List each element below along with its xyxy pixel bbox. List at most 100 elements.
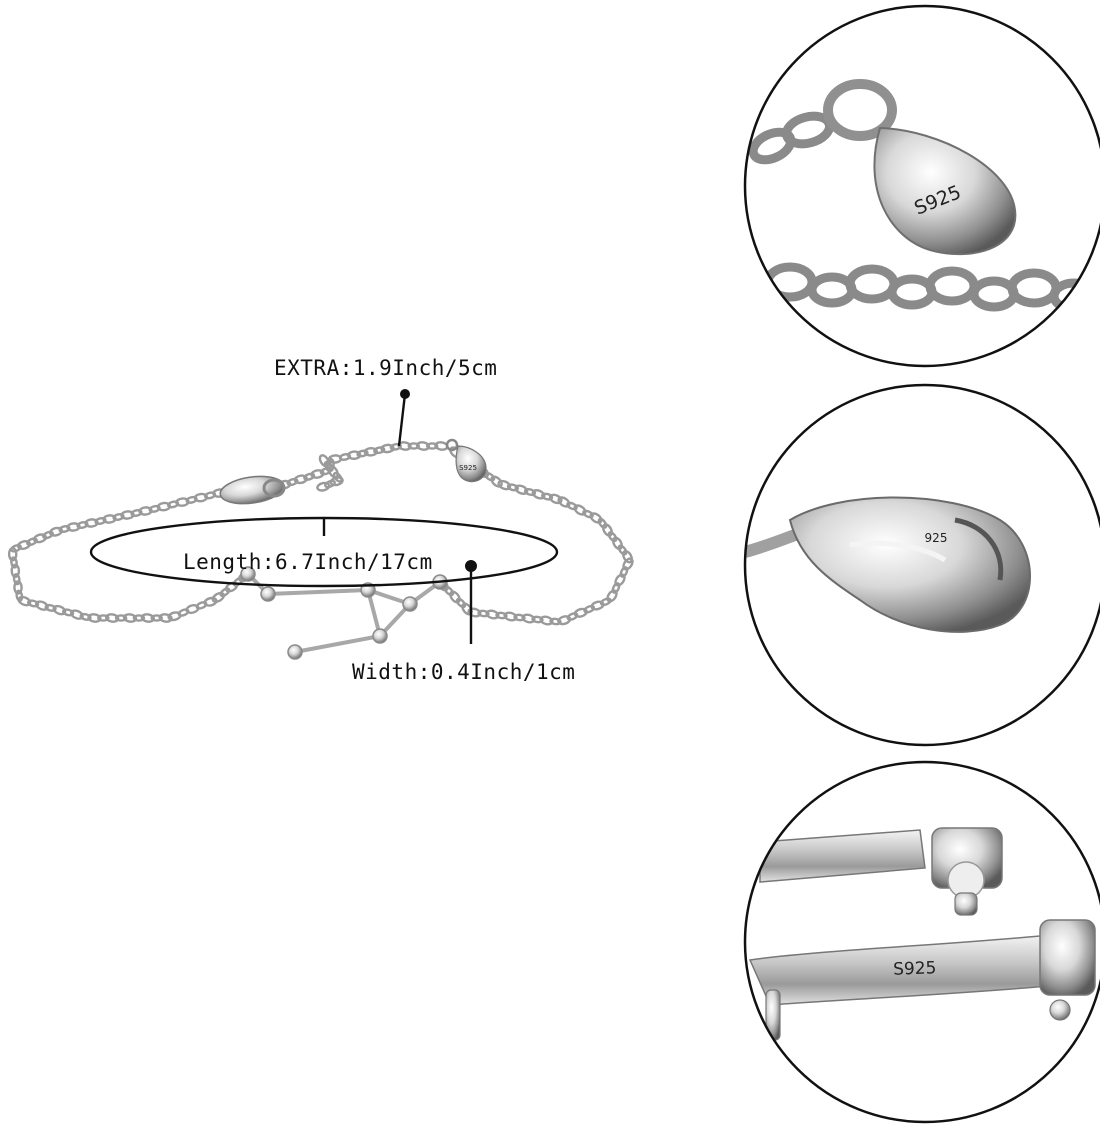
chain-link [541,492,554,501]
chain-link [58,525,71,533]
chain-link [13,580,23,595]
chain-link [617,544,628,556]
chain-link [286,477,299,487]
detail-tag-view: S925 [743,4,1100,368]
chain-link [566,612,579,621]
chain-link [490,475,503,488]
chain-link [48,526,64,537]
extra-pointer [397,389,410,447]
chain-link [52,604,67,616]
chain-link [120,510,135,520]
pendant-stone [287,644,303,660]
chain-link [32,533,48,544]
chain-link [589,512,603,524]
chain-link [557,496,571,508]
chain-link [132,614,146,622]
chain-link [363,446,378,457]
chain-link [316,481,331,492]
chain-link [521,613,536,624]
chain-link [607,531,618,543]
chain-link [373,446,386,455]
chain-link [602,523,613,537]
chain-link [606,589,618,603]
chain-link [318,454,330,468]
detail-clasp-stamp: 925 [925,531,948,545]
chain-link [531,489,546,500]
width-label: Width:0.4Inch/1cm [352,660,576,684]
detail-lower-setting [1039,919,1096,1021]
chain-link [7,547,18,562]
chain-link [622,549,633,564]
chain-link [27,599,40,608]
chain-link [426,442,439,450]
chain-link [87,613,102,623]
chain-link [614,573,626,587]
chain-link [69,609,84,620]
chain-link [599,597,612,607]
chain-link [356,449,369,458]
detail-tag-plate [873,126,1017,256]
chain-link [539,615,554,626]
detail-tag-ring [823,79,897,141]
chain-link [329,476,344,487]
chain-link [10,544,22,553]
chain-link [219,587,231,598]
chain-link [548,493,563,505]
chain-link [12,573,21,586]
chain-link [449,590,461,604]
chain-link [17,595,32,607]
chain-link [597,517,608,529]
chain-link [42,530,54,540]
chain-link [590,600,605,611]
chain-link [583,604,596,614]
chain-link [495,611,508,620]
chain-link [514,484,529,495]
detail-clasp-view: 925 [743,383,1100,747]
chain-link [523,487,537,497]
chain-link [138,506,153,516]
chain-link [114,614,128,622]
chain-link [407,442,420,450]
small-tag-stamp: S925 [459,464,477,472]
chain-link [566,501,578,511]
chain-link [380,443,395,454]
chain-link [293,474,308,485]
length-ellipse [89,516,559,588]
chain-link [485,609,500,620]
chain-link [150,614,163,622]
chain-link [140,613,155,623]
width-pointer [465,560,477,644]
chain-link [323,460,334,472]
pendant-stone [240,566,256,582]
chain-link [467,607,482,618]
chain-link [573,607,588,618]
chain-link [76,521,89,529]
chain-link [531,615,544,624]
chain-link [16,540,32,550]
chain-link [506,483,519,492]
chain-link [211,591,225,603]
chain-link [611,582,621,594]
chain-link [167,500,180,509]
chain-link [112,513,125,521]
chain-link [44,603,57,612]
bracelet-tag: S925 [445,438,487,483]
chain-link [503,611,518,622]
chain-link [455,597,467,609]
detail-clasp-body [788,496,1031,633]
bracelet-chain [7,441,634,626]
chain-link [310,469,325,479]
chain-link [619,566,629,578]
chain-link [347,450,362,461]
chain-link [84,518,99,528]
chain-link [122,613,138,623]
chain-link [10,556,18,569]
chain-link [148,504,161,513]
chain-link [79,612,92,621]
chain-link [484,471,496,482]
chain-link [102,514,117,524]
length-label: Length:6.7Inch/17cm [183,550,433,574]
chain-link [203,596,218,607]
